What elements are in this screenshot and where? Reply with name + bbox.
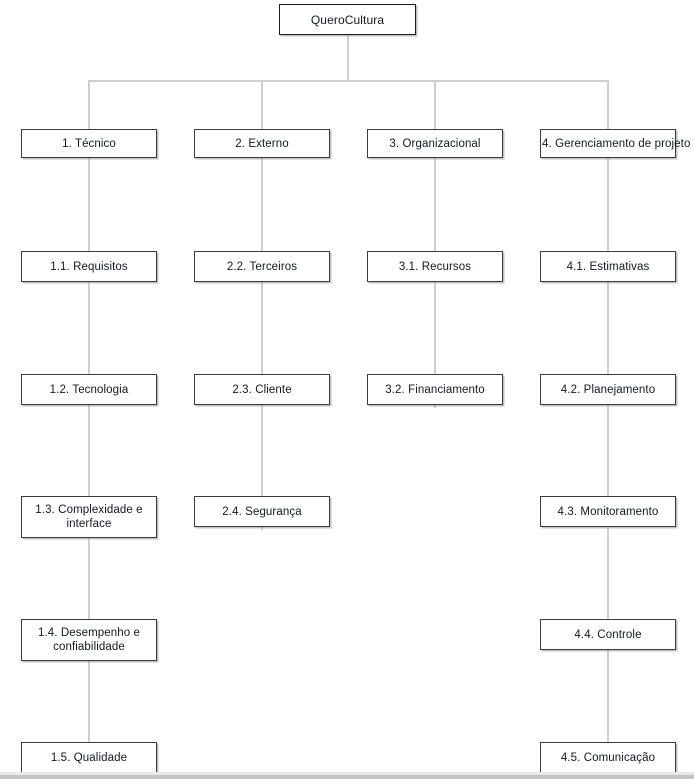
node-2-3-label: 2.3. Cliente [232, 383, 292, 396]
node-category-3[interactable]: 3. Organizacional [367, 129, 503, 158]
node-category-4-label: 4. Gerenciamento de projeto [542, 137, 691, 150]
node-1-3[interactable]: 1.3. Complexidade e interface [21, 496, 157, 538]
node-4-2-label: 4.2. Planejamento [560, 383, 656, 396]
node-2-3[interactable]: 2.3. Cliente [194, 374, 330, 405]
node-1-1[interactable]: 1.1. Requisitos [21, 251, 157, 282]
connector-drop-column-4 [607, 80, 609, 130]
node-category-1[interactable]: 1. Técnico [21, 129, 157, 158]
connector-drop-column-1 [88, 80, 90, 130]
node-4-1[interactable]: 4.1. Estimativas [540, 251, 676, 282]
connector-spine-column-4 [607, 158, 609, 772]
node-2-2[interactable]: 2.2. Terceiros [194, 251, 330, 282]
connector-spine-column-3 [434, 158, 436, 408]
node-category-1-label: 1. Técnico [62, 137, 116, 150]
node-1-4-label: 1.4. Desempenho e confiabilidade [37, 627, 141, 653]
node-1-1-label: 1.1. Requisitos [50, 260, 128, 273]
node-4-5[interactable]: 4.5. Comunicação [540, 742, 676, 773]
connector-spine-column-1 [88, 158, 90, 772]
node-3-1[interactable]: 3.1. Recursos [367, 251, 503, 282]
node-4-1-label: 4.1. Estimativas [566, 260, 650, 273]
node-category-4[interactable]: 4. Gerenciamento de projeto [540, 129, 691, 158]
page-edge-highlight [0, 772, 694, 775]
node-4-3-label: 4.3. Monitoramento [557, 505, 659, 518]
node-1-3-label: 1.3. Complexidade e interface [35, 504, 143, 530]
connector-drop-column-3 [434, 80, 436, 130]
node-1-4[interactable]: 1.4. Desempenho e confiabilidade [21, 619, 157, 661]
node-3-2-label: 3.2. Financiamento [385, 383, 485, 396]
node-category-2-label: 2. Externo [235, 137, 289, 150]
node-1-2[interactable]: 1.2. Tecnologia [21, 374, 157, 405]
node-1-5-label: 1.5. Qualidade [50, 751, 128, 764]
node-2-4-label: 2.4. Segurança [222, 505, 302, 518]
connector-root-stem [347, 35, 349, 81]
node-root-label: QueroCultura [310, 12, 385, 27]
node-4-4[interactable]: 4.4. Controle [540, 619, 676, 650]
node-3-1-label: 3.1. Recursos [398, 260, 472, 273]
node-category-2[interactable]: 2. Externo [194, 129, 330, 158]
node-1-5[interactable]: 1.5. Qualidade [21, 742, 157, 773]
node-4-5-label: 4.5. Comunicação [560, 751, 656, 764]
connector-spine-column-2 [261, 158, 263, 530]
node-2-2-label: 2.2. Terceiros [226, 260, 298, 273]
node-2-4[interactable]: 2.4. Segurança [194, 496, 330, 527]
page-bottom-edge [0, 775, 694, 779]
node-3-2[interactable]: 3.2. Financiamento [367, 374, 503, 405]
node-category-3-label: 3. Organizacional [389, 137, 481, 150]
connector-level1-bus [88, 80, 608, 82]
node-4-2[interactable]: 4.2. Planejamento [540, 374, 676, 405]
node-4-3[interactable]: 4.3. Monitoramento [540, 496, 676, 527]
connector-drop-column-2 [261, 80, 263, 130]
node-1-2-label: 1.2. Tecnologia [49, 383, 129, 396]
node-root[interactable]: QueroCultura [279, 4, 416, 35]
node-4-4-label: 4.4. Controle [574, 628, 642, 641]
